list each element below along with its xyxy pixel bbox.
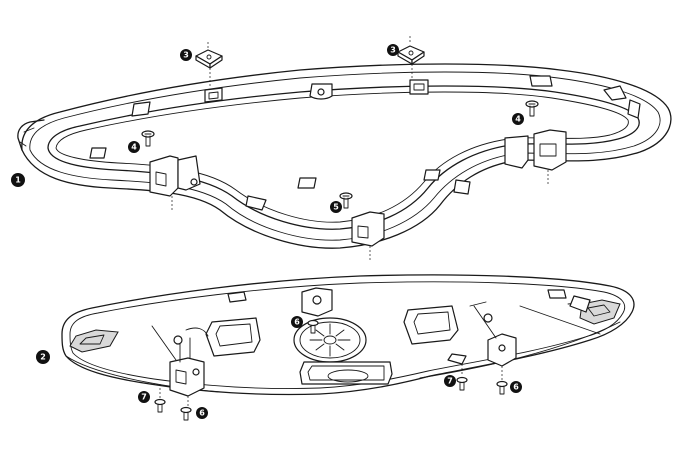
svg-text:6: 6 — [199, 409, 205, 418]
callout-4-right: 4 — [512, 113, 524, 125]
svg-text:3: 3 — [183, 51, 189, 60]
bezel-frame — [17, 63, 672, 262]
frame-tab-left-top — [204, 87, 223, 103]
top-center-mount — [301, 287, 333, 317]
right-mounting-post — [469, 301, 601, 367]
svg-text:6: 6 — [513, 383, 519, 392]
screw-7-bottom-right — [456, 376, 468, 391]
callout-7-left: 7 — [138, 391, 150, 403]
svg-text:3: 3 — [390, 46, 396, 55]
left-mounting-post — [151, 325, 205, 397]
svg-text:7: 7 — [141, 393, 147, 402]
screw-5-center — [339, 192, 353, 209]
svg-text:4: 4 — [515, 115, 521, 124]
lamp-assembly — [61, 274, 635, 408]
callout-7-right: 7 — [444, 375, 456, 387]
frame-tab-far-right — [603, 85, 641, 119]
screw-7-bottom-left — [154, 398, 166, 413]
center-grille — [293, 317, 367, 363]
svg-text:2: 2 — [40, 353, 46, 362]
callout-5: 5 — [330, 201, 342, 213]
svg-text:4: 4 — [131, 143, 137, 152]
frame-tab-mid-top — [309, 83, 333, 100]
frame-tab-upper-right — [529, 75, 553, 87]
screw-4-right — [525, 100, 539, 117]
callout-4-left: 4 — [128, 141, 140, 153]
right-end-lens — [579, 299, 621, 325]
screw-4-left — [141, 130, 155, 147]
callout-2: 2 — [36, 350, 50, 364]
callout-6-lens: 6 — [291, 316, 303, 328]
svg-text:7: 7 — [447, 377, 453, 386]
svg-text:6: 6 — [294, 318, 300, 327]
screw-6-bottom-left — [180, 406, 192, 421]
screw-6-bottom-right — [496, 380, 508, 395]
frame-bracket-right — [504, 129, 567, 171]
frame-tab-right-top — [409, 79, 429, 95]
callout-3-left: 3 — [180, 49, 192, 61]
clip-left — [195, 42, 223, 86]
license-lamp-housing — [299, 361, 393, 385]
clip-right — [397, 36, 425, 78]
frame-bracket-center — [351, 211, 385, 247]
screw-6-lens — [307, 319, 319, 334]
frame-bracket-left — [149, 155, 201, 197]
svg-text:1: 1 — [15, 176, 21, 185]
svg-text:5: 5 — [333, 203, 339, 212]
callout-6-right: 6 — [510, 381, 522, 393]
callout-1: 1 — [11, 173, 25, 187]
callout-6-left: 6 — [196, 407, 208, 419]
callout-3-right: 3 — [387, 44, 399, 56]
left-end-lens — [69, 329, 119, 353]
